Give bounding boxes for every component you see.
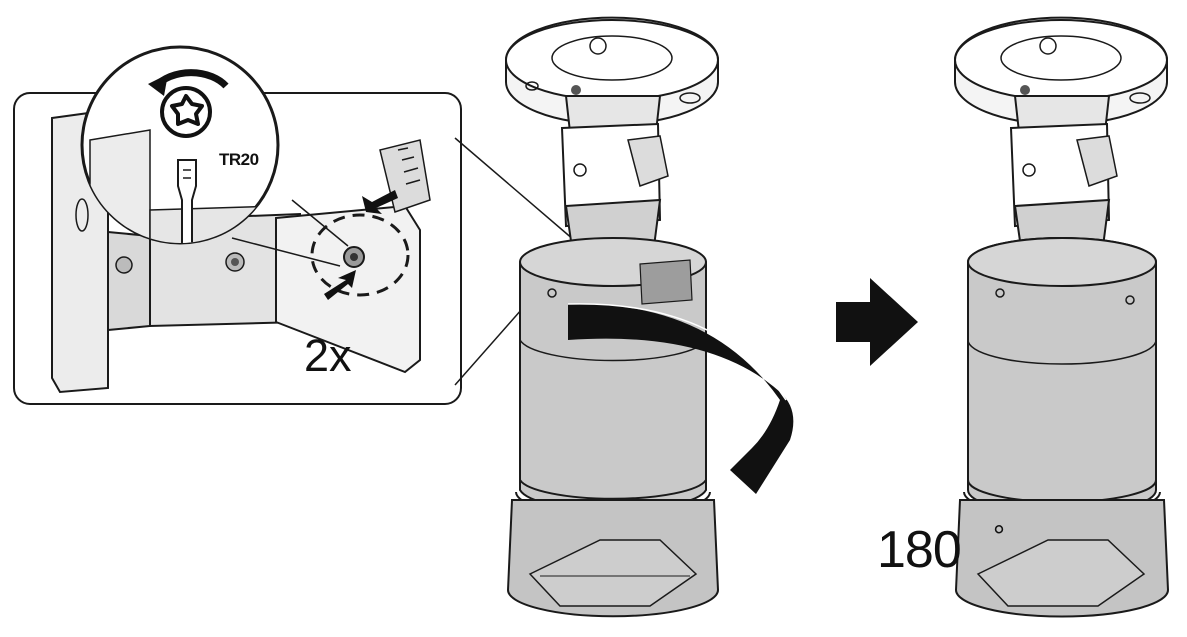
counterclockwise-arrow-icon bbox=[148, 69, 229, 96]
camera-after-rotation bbox=[954, 16, 1170, 618]
camera-before-rotation bbox=[505, 16, 794, 618]
screw-count-label: 2x bbox=[304, 330, 352, 381]
torx-bit-icon bbox=[177, 159, 197, 243]
tool-size-label: TR20 bbox=[219, 150, 259, 169]
rotation-angle-label: 180 bbox=[877, 521, 962, 579]
detail-inset-panel bbox=[13, 45, 575, 405]
torx-socket-icon bbox=[160, 86, 212, 138]
next-step-arrow-icon bbox=[836, 278, 918, 366]
degree-symbol: ° bbox=[993, 520, 1005, 553]
point-arrow-icon bbox=[362, 190, 398, 214]
magnified-detail-circle bbox=[80, 45, 280, 245]
rotate-arrow-icon bbox=[567, 303, 794, 494]
